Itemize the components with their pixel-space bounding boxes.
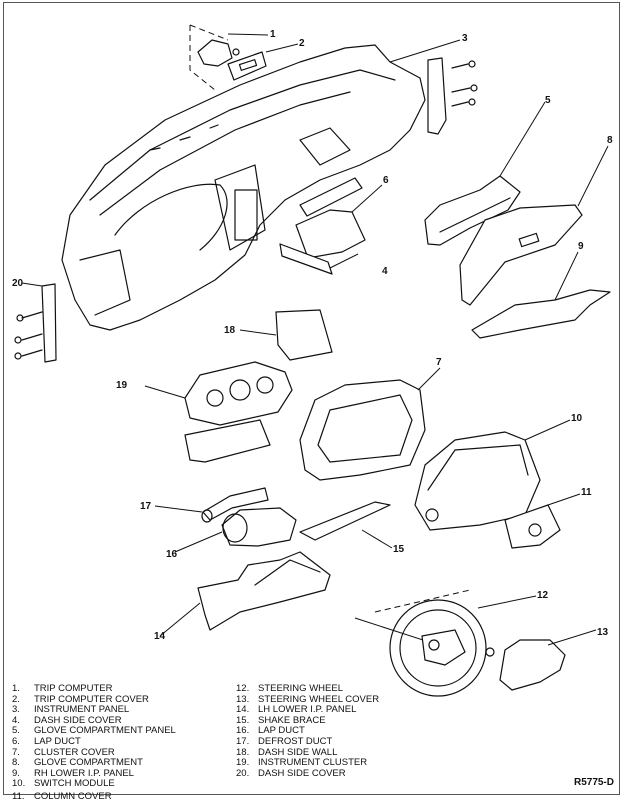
dash-side-cover-left-part — [14, 283, 57, 363]
diagram-frame — [3, 2, 620, 795]
callout-2: 2 — [299, 38, 305, 49]
lap-duct-part — [295, 177, 366, 259]
steering-wheel-part — [389, 599, 487, 697]
glove-compartment-part — [459, 204, 583, 306]
dash-side-cover-part — [279, 243, 333, 275]
lap-duct-lower-part — [221, 507, 297, 547]
legend-item: 17.DEFROST DUCT — [236, 735, 333, 747]
legend-item: 12.STEERING WHEEL — [236, 683, 343, 694]
legend-item: 15.SHAKE BRACE — [236, 714, 326, 726]
callout-17: 17 — [140, 501, 152, 512]
callout-6: 6 — [383, 175, 389, 186]
legend-item: 5.GLOVE COMPARTMENT PANEL — [12, 725, 176, 737]
legend-item: 8.GLOVE COMPARTMENT — [12, 757, 143, 769]
legend-item: 1.TRIP COMPUTER — [12, 683, 113, 694]
lh-lower-ip-panel-part — [197, 551, 331, 631]
legend-right: 12.STEERING WHEEL 13.STEERING WHEEL COVE… — [236, 683, 380, 779]
legend-item: 16.LAP DUCT — [236, 725, 305, 737]
callout-4: 4 — [382, 266, 388, 277]
legend-item: 7.CLUSTER COVER — [12, 746, 115, 758]
callout-13: 13 — [597, 627, 609, 638]
legend-item: 9.RH LOWER I.P. PANEL — [12, 767, 134, 779]
leader-lines — [21, 33, 609, 646]
callout-12: 12 — [537, 590, 549, 601]
callout-9: 9 — [578, 241, 584, 252]
callout-7: 7 — [436, 357, 442, 368]
trip-computer-part — [197, 39, 240, 67]
instrument-cluster-part — [184, 361, 293, 463]
callout-16: 16 — [166, 549, 178, 560]
defrost-duct-part — [201, 487, 269, 523]
legend-item: 2.TRIP COMPUTER COVER — [12, 693, 149, 705]
callout-8: 8 — [607, 135, 613, 146]
callout-10: 10 — [571, 413, 583, 424]
callout-18: 18 — [224, 325, 236, 336]
dash-side-wall-part — [275, 309, 333, 361]
legend-item: 4.DASH SIDE COVER — [12, 714, 122, 726]
legend-item: 13.STEERING WHEEL COVER — [236, 693, 380, 705]
switch-module-part — [414, 431, 541, 531]
steering-wheel-cover-part — [499, 639, 566, 691]
figure-code: R5775-D — [573, 777, 614, 788]
instrument-panel-part — [61, 44, 426, 331]
legend-item: 19.INSTRUMENT CLUSTER — [236, 757, 368, 769]
legend-item: 6.LAP DUCT — [12, 735, 81, 747]
column-cover-part — [504, 504, 561, 549]
legend-item: 14.LH LOWER I.P. PANEL — [236, 704, 357, 716]
legend-item: 20.DASH SIDE COVER — [236, 767, 346, 779]
legend-item: 10.SWITCH MODULE — [12, 778, 115, 790]
legend-item: 3.INSTRUMENT PANEL — [12, 704, 130, 716]
side-bracket-part — [427, 57, 478, 135]
callout-14: 14 — [154, 631, 166, 642]
rh-lower-ip-panel-part — [471, 289, 611, 339]
callout-15: 15 — [393, 544, 405, 555]
legend-left: 1.TRIP COMPUTER 2.TRIP COMPUTER COVER 3.… — [12, 683, 176, 803]
trip-computer-cover-part — [227, 51, 267, 81]
callout-1: 1 — [270, 29, 276, 40]
callout-19: 19 — [116, 380, 128, 391]
legend-item: 11.COLUMN COVER — [12, 790, 112, 802]
callout-3: 3 — [462, 33, 468, 44]
callout-5: 5 — [545, 95, 551, 106]
shake-brace-part — [299, 501, 391, 541]
callout-20: 20 — [12, 278, 24, 289]
glove-compartment-panel-part — [424, 175, 521, 246]
legend-item: 18.DASH SIDE WALL — [236, 746, 338, 758]
callout-11: 11 — [581, 487, 592, 498]
cluster-cover-part — [299, 379, 426, 481]
